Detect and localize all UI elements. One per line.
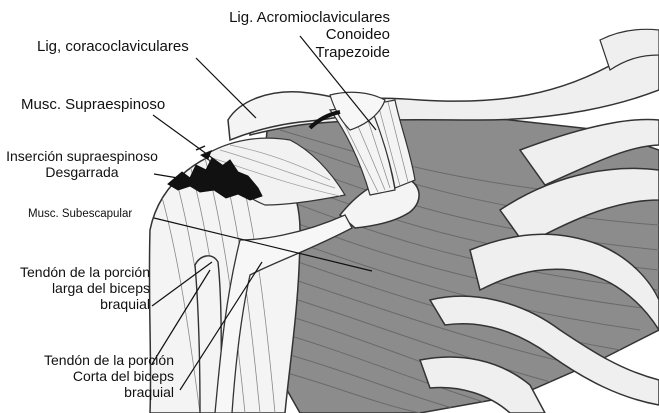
label-biceps-larga: Tendón de la porción larga del biceps br…	[4, 264, 150, 312]
label-insercion-line2: Desgarrada	[5, 164, 159, 180]
leader-supraespinoso	[153, 115, 226, 168]
label-larga-line2: larga del biceps	[4, 280, 150, 296]
label-subescapular: Musc. Subescapular	[28, 208, 132, 221]
label-biceps-corta: Tendón de la porción Corta del biceps br…	[4, 352, 174, 400]
label-supraespinoso-text: Musc. Supraespinoso	[21, 96, 165, 113]
label-larga-line3: braquial	[4, 296, 150, 312]
label-corta-line3: braquial	[4, 384, 174, 400]
label-insercion: Inserción supraespinoso Desgarrada	[5, 148, 159, 180]
label-supraespinoso: Musc. Supraespinoso	[21, 96, 165, 113]
label-larga-line1: Tendón de la porción	[4, 264, 150, 280]
label-insercion-line1: Inserción supraespinoso	[5, 148, 159, 164]
leader-coracoclavicular	[196, 58, 256, 118]
label-acromioclaviculares: Lig. Acromioclaviculares Conoideo Trapez…	[214, 9, 390, 61]
label-corta-line2: Corta del biceps	[4, 368, 174, 384]
label-coraco-text: Lig, coracoclaviculares	[37, 38, 189, 55]
label-coracoclaviculares: Lig, coracoclaviculares	[37, 38, 189, 55]
label-corta-line1: Tendón de la porción	[4, 352, 174, 368]
label-conoideo-text: Conoideo	[214, 26, 390, 43]
label-acromio-text: Lig. Acromioclaviculares	[214, 9, 390, 26]
label-trapezoide-text: Trapezoide	[214, 44, 390, 61]
label-subescapular-text: Musc. Subescapular	[28, 208, 132, 221]
